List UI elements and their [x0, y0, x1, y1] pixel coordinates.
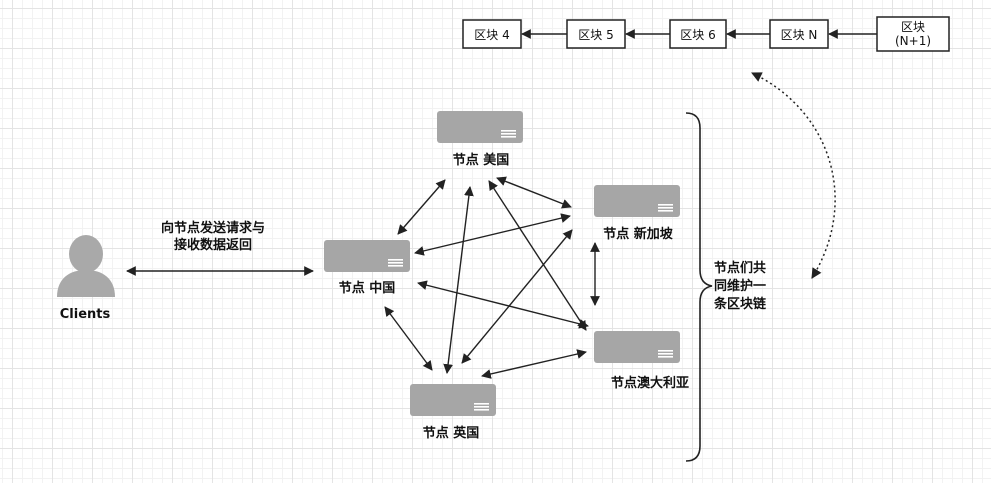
block-4: 区块 4 [462, 19, 522, 49]
node-mesh-connections [384, 176, 600, 379]
block-5: 区块 5 [566, 19, 626, 49]
server-icon-au [594, 331, 680, 363]
brace-note-line-3: 条区块链 [714, 296, 767, 312]
connection-au-uk [481, 349, 587, 379]
client-label: Clients [60, 307, 111, 322]
node-label-australia: 节点澳大利亚 [611, 375, 689, 391]
right-brace [685, 112, 713, 462]
connection-usa-cn [397, 179, 446, 235]
node-label-usa: 节点 美国 [453, 152, 510, 168]
node-label-uk: 节点 英国 [423, 425, 480, 441]
connection-usa-uk [443, 186, 474, 374]
block-n-plus-1: 区块 (N+1) [876, 16, 950, 52]
block-n-plus-1-sublabel: (N+1) [895, 34, 931, 48]
block-n-plus-1-label: 区块 [901, 20, 925, 34]
server-icon-sg [594, 185, 680, 217]
connection-sg-uk [461, 229, 573, 364]
server-icon-usa [437, 111, 523, 143]
block-chain: 区块 4 区块 5 区块 6 区块 N 区块 (N+1) [462, 16, 950, 52]
server-icon-cn [324, 240, 410, 272]
node-label-china: 节点 中国 [339, 280, 396, 296]
sync-dotted-arrow [751, 72, 836, 279]
block-4-label: 区块 4 [474, 28, 509, 42]
server-icon-uk [410, 384, 496, 416]
connection-usa-au [488, 180, 587, 331]
connection-cn-au [417, 280, 589, 329]
block-5-label: 区块 5 [578, 28, 613, 42]
request-note-line-1: 向节点发送请求与 [161, 220, 265, 236]
connection-usa-sg [496, 176, 572, 209]
block-n-label: 区块 N [781, 28, 818, 42]
block-6: 区块 6 [669, 19, 727, 49]
block-6-label: 区块 6 [680, 28, 715, 42]
block-n: 区块 N [769, 19, 829, 49]
user-icon [57, 235, 115, 297]
request-note-line-2: 接收数据返回 [174, 237, 252, 253]
connection-sg-cn [414, 213, 571, 256]
brace-note-line-2: 同维护一 [714, 278, 766, 294]
connection-cn-uk [384, 306, 433, 371]
brace-note-line-1: 节点们共 [714, 260, 766, 276]
node-label-singapore: 节点 新加坡 [603, 226, 674, 242]
server-nodes [324, 111, 680, 416]
